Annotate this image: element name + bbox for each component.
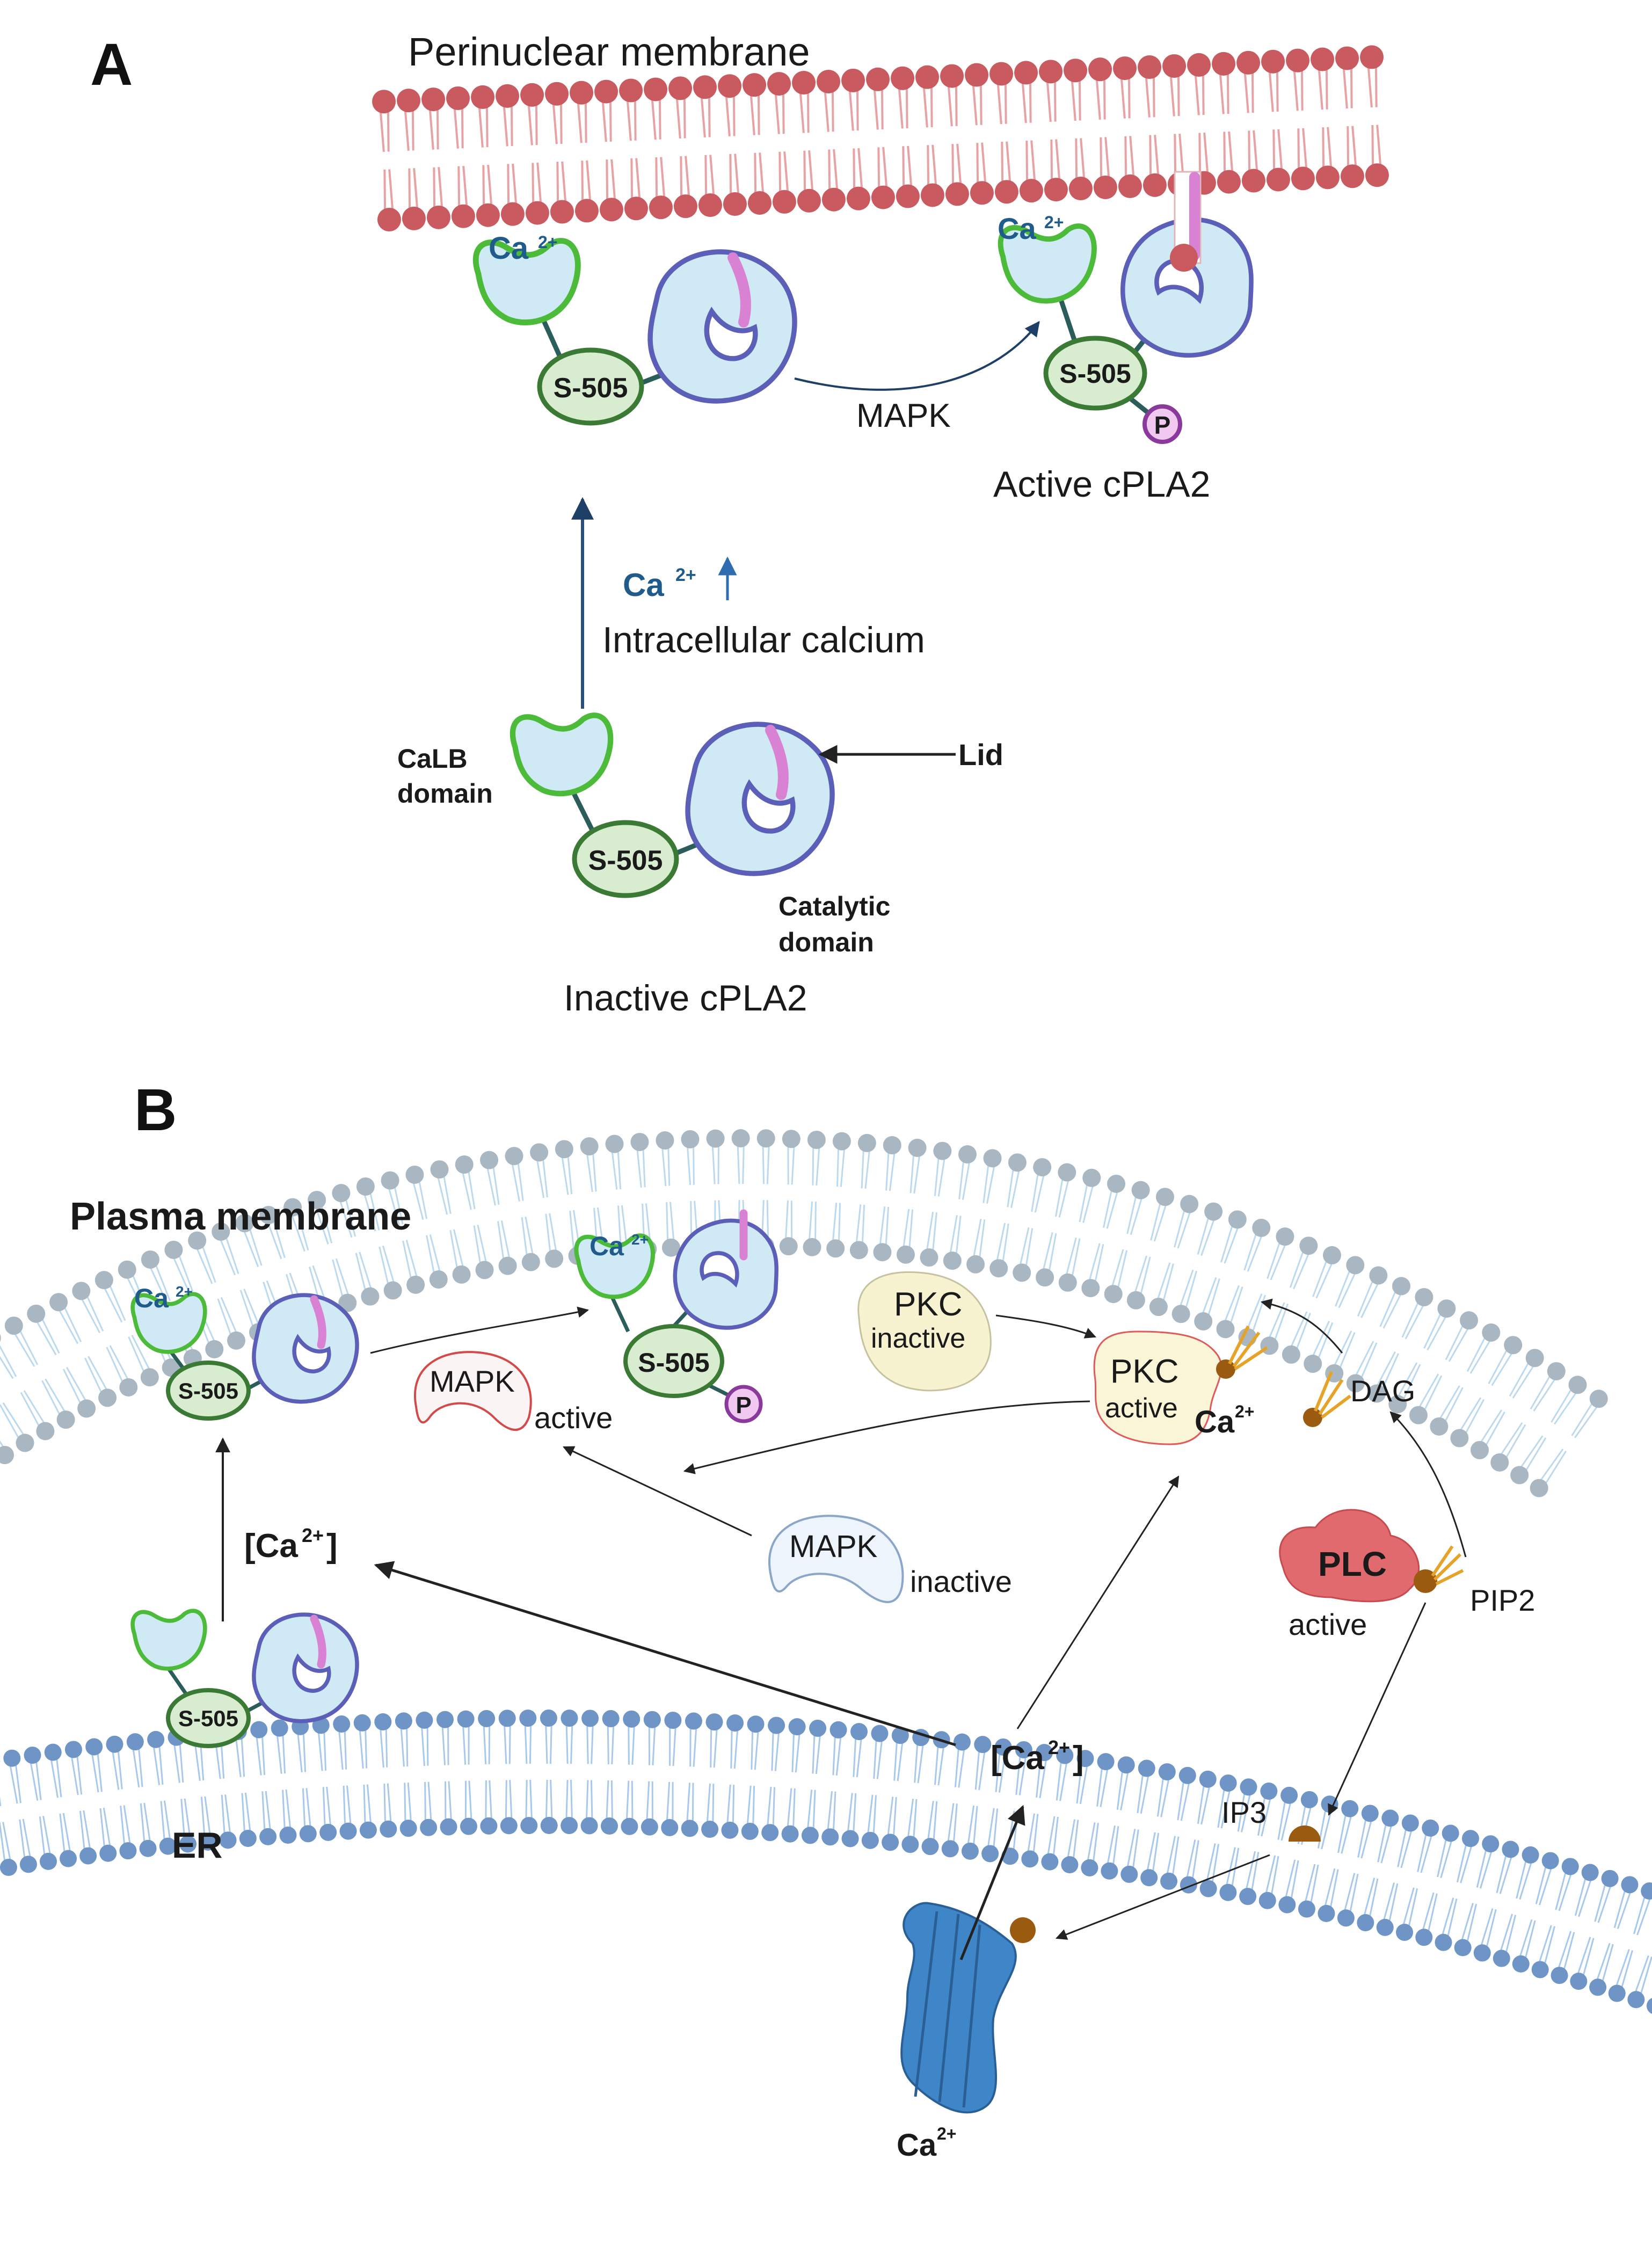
panel-b-letter: B [134, 1077, 177, 1143]
plc-label: PLC [1318, 1545, 1387, 1583]
mapk-inactive-label: MAPK [789, 1529, 878, 1564]
s505-label: S-505 [178, 1378, 238, 1403]
mapk-inactive-state: inactive [910, 1565, 1012, 1598]
inactive-cpla2-caption: Inactive cPLA2 [564, 978, 807, 1019]
cpla2-inactive: S-505 [513, 714, 843, 896]
intracellular-calcium-label: Intracellular calcium [602, 620, 925, 660]
cpla2-cytosol-inactive: S-505 [133, 1607, 365, 1746]
pkc-active-label: PKC [1110, 1353, 1178, 1390]
pkc-inactive-label: PKC [894, 1286, 962, 1323]
ca-conc-left-open: [Ca [244, 1527, 298, 1565]
er-ca-label: Ca [897, 2128, 937, 2163]
calb-domain-shape [513, 715, 610, 794]
catalytic-domain-shape [640, 241, 806, 413]
ca-superscript: 2+ [538, 232, 557, 252]
mapk-arrow [795, 322, 1039, 390]
cpla2-plasma-left: S-505 Ca 2+ [133, 1283, 365, 1419]
pkc-ca-label: Ca [1195, 1405, 1235, 1439]
perinuclear-membrane-title: Perinuclear membrane [408, 30, 810, 74]
ip3-bound-molecule [1010, 1917, 1036, 1943]
pkc-activation-arrow [996, 1315, 1095, 1337]
active-cpla2-caption: Active cPLA2 [993, 464, 1210, 505]
catalytic-label-line1: Catalytic [778, 891, 890, 921]
catalytic-domain-shape [675, 1220, 776, 1328]
cpla2-membrane-inactive: S-505 Ca 2+ [476, 231, 806, 423]
ca-label: Ca [623, 567, 664, 603]
s505-label: S-505 [554, 373, 628, 404]
er-membrane [0, 1710, 1652, 2014]
plasma-membrane-label: Plasma membrane [70, 1195, 411, 1238]
ca-conc-center-open: [Ca [991, 1740, 1044, 1777]
ca-label: Ca [998, 212, 1036, 245]
catalytic-domain-shape [678, 714, 843, 886]
dag-label: DAG [1350, 1374, 1415, 1408]
ip3-label: IP3 [1221, 1795, 1267, 1829]
ca-superscript: 2+ [631, 1231, 649, 1248]
ca-to-pkc-arrow [1017, 1476, 1178, 1729]
s505-label: S-505 [178, 1706, 238, 1731]
catalytic-label-line2: domain [778, 927, 874, 957]
s505-label: S-505 [638, 1348, 709, 1378]
panel-a-letter: A [90, 32, 133, 98]
ion-channel [901, 1903, 1036, 2113]
phospho-label: P [736, 1392, 751, 1419]
ca-conc-left-sup: 2+ [302, 1524, 324, 1546]
ip3-molecule [1289, 1825, 1321, 1842]
catalytic-domain-shape [246, 1607, 365, 1730]
phospho-label: P [1154, 411, 1171, 439]
pip2-lipid [1414, 1546, 1463, 1593]
er-label: ER [172, 1825, 222, 1866]
ca-label: Ca [489, 231, 529, 266]
ca-label: Ca [134, 1283, 169, 1313]
mapk-active-state: active [534, 1401, 613, 1435]
ca-conc-left-close: ] [326, 1527, 338, 1565]
plc-state: active [1289, 1607, 1367, 1641]
pkc-inactive-state: inactive [871, 1323, 965, 1354]
ca-label: Ca [590, 1231, 624, 1261]
mapk-label: MAPK [856, 397, 951, 434]
panel-b: B Plasma membrane ER S-505 Ca 2+ S-505 [0, 1077, 1652, 2163]
ca-conc-center-close: ] [1073, 1740, 1084, 1777]
cpla2-membrane-active: S-505 P Ca 2+ [998, 172, 1251, 442]
er-ca-sup: 2+ [937, 2124, 956, 2143]
pkc-ca-sup: 2+ [1235, 1402, 1254, 1421]
lid-label: Lid [958, 738, 1003, 772]
ca-conc-center-sup: 2+ [1048, 1736, 1070, 1758]
activation-arrow [370, 1310, 588, 1353]
ca-superscript: 2+ [675, 565, 696, 585]
pip2-label: PIP2 [1470, 1583, 1535, 1617]
pkc-active-state: active [1105, 1393, 1178, 1424]
ca-superscript: 2+ [176, 1283, 193, 1300]
calb-domain-shape [133, 1611, 205, 1669]
mapk-activation-arrow [564, 1447, 752, 1536]
mapk-active-label: MAPK [430, 1364, 515, 1398]
panel-a: A Perinuclear membrane S-505 Ca 2+ MAPK [90, 30, 1389, 1019]
s505-label: S-505 [588, 845, 663, 876]
ca-superscript: 2+ [1044, 213, 1064, 232]
s505-label: S-505 [1059, 359, 1131, 389]
calb-label-line1: CaLB [397, 744, 468, 774]
calb-label-line2: domain [397, 779, 493, 809]
